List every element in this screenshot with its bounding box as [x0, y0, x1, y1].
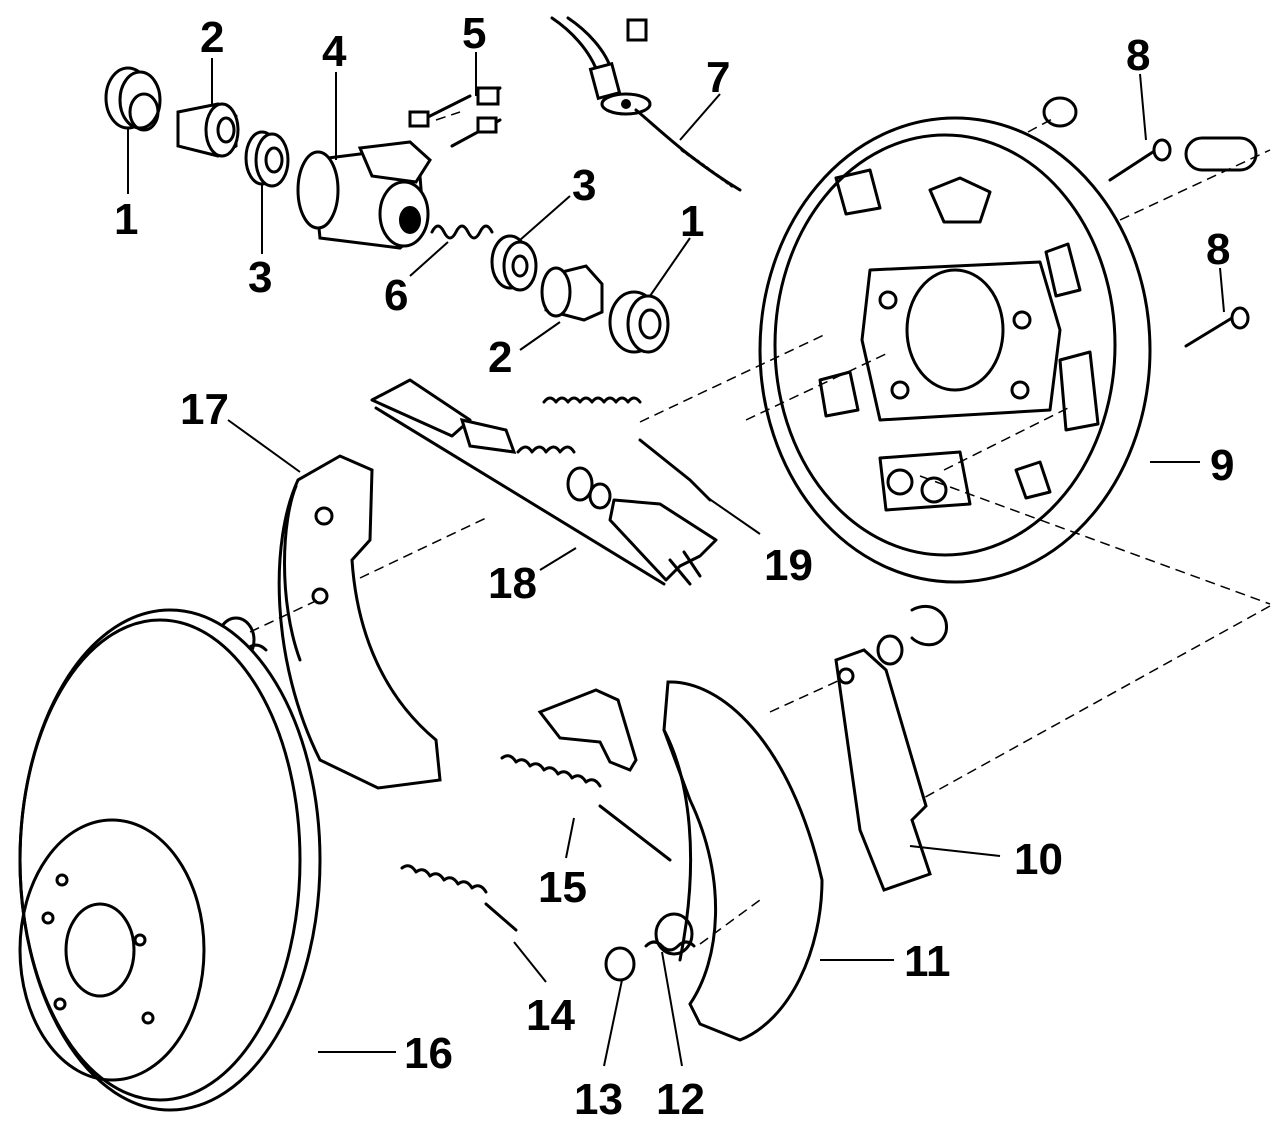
callout-16: 16: [404, 1029, 453, 1078]
callout-3: 3: [248, 253, 272, 302]
brake-hose: [550, 16, 742, 192]
adjuster-lever: [537, 688, 638, 772]
assembly-line: [919, 475, 1271, 605]
callout-1: 1: [114, 195, 138, 244]
callout-17: 17: [180, 385, 229, 434]
cup-seal-right: [490, 234, 538, 292]
callout-1: 1: [680, 197, 704, 246]
leader-15: [565, 817, 575, 859]
plug-8-top: [1042, 96, 1258, 348]
leader-3b: [519, 195, 571, 241]
assembly-line: [943, 407, 1069, 471]
dust-boot-right: [608, 290, 670, 354]
leader-7: [679, 93, 721, 141]
assembly-line: [435, 111, 461, 121]
callout-8: 8: [1126, 31, 1150, 80]
cup-seal-left: [244, 130, 290, 188]
leader-6: [409, 241, 449, 277]
callout-5: 5: [462, 9, 486, 58]
assembly-line: [699, 899, 761, 945]
leader-8b: [1219, 267, 1225, 313]
callout-18: 18: [488, 559, 537, 608]
callout-4: 4: [322, 27, 347, 76]
assembly-line: [919, 605, 1271, 801]
brake-shoe-right: [662, 680, 824, 1042]
hold-down-right: [604, 912, 696, 982]
callout-13: 13: [574, 1075, 623, 1124]
bleeder-bolts: [408, 86, 502, 148]
leader-19: [707, 497, 761, 535]
piston-right: [540, 264, 604, 322]
callout-12: 12: [656, 1075, 705, 1124]
piston-left: [176, 102, 240, 158]
assembly-line: [1119, 149, 1271, 221]
leader-2b: [519, 321, 561, 351]
callout-19: 19: [764, 541, 813, 590]
adjuster-assembly: [370, 378, 718, 586]
assembly-line: [639, 333, 827, 423]
parking-lever: [834, 648, 932, 892]
dust-boot-left: [104, 66, 162, 132]
callout-2: 2: [200, 13, 224, 62]
assembly-line: [359, 517, 487, 579]
callout-11: 11: [904, 937, 951, 986]
callout-6: 6: [384, 271, 408, 320]
callout-2: 2: [488, 333, 512, 382]
callout-14: 14: [526, 991, 575, 1040]
leader-1b: [649, 237, 691, 297]
wheel-cylinder: [296, 140, 432, 250]
brake-drum: [18, 608, 322, 1112]
spring-15: [500, 754, 672, 862]
callout-7: 7: [706, 53, 730, 102]
callout-15: 15: [538, 863, 587, 912]
leader-13: [603, 979, 623, 1067]
brake-shoe-left: [277, 454, 442, 790]
assembly-line: [769, 679, 841, 713]
spring-19: [542, 396, 712, 502]
spring-14: [400, 864, 518, 932]
retainer-clip: [876, 604, 948, 666]
callout-8: 8: [1206, 225, 1230, 274]
leader-17: [227, 419, 301, 473]
leader-8a: [1139, 73, 1147, 141]
backing-plate: [758, 116, 1152, 584]
leader-12: [661, 951, 683, 1067]
callout-3: 3: [572, 161, 596, 210]
callout-9: 9: [1210, 441, 1234, 490]
leader-10: [909, 845, 1001, 857]
assembly-line: [745, 351, 891, 421]
assembly-line: [1027, 117, 1055, 133]
leader-18: [539, 547, 577, 571]
callout-10: 10: [1014, 835, 1063, 884]
leader-14: [513, 941, 547, 983]
assembly-line: [249, 597, 323, 633]
spring-6: [430, 224, 494, 240]
